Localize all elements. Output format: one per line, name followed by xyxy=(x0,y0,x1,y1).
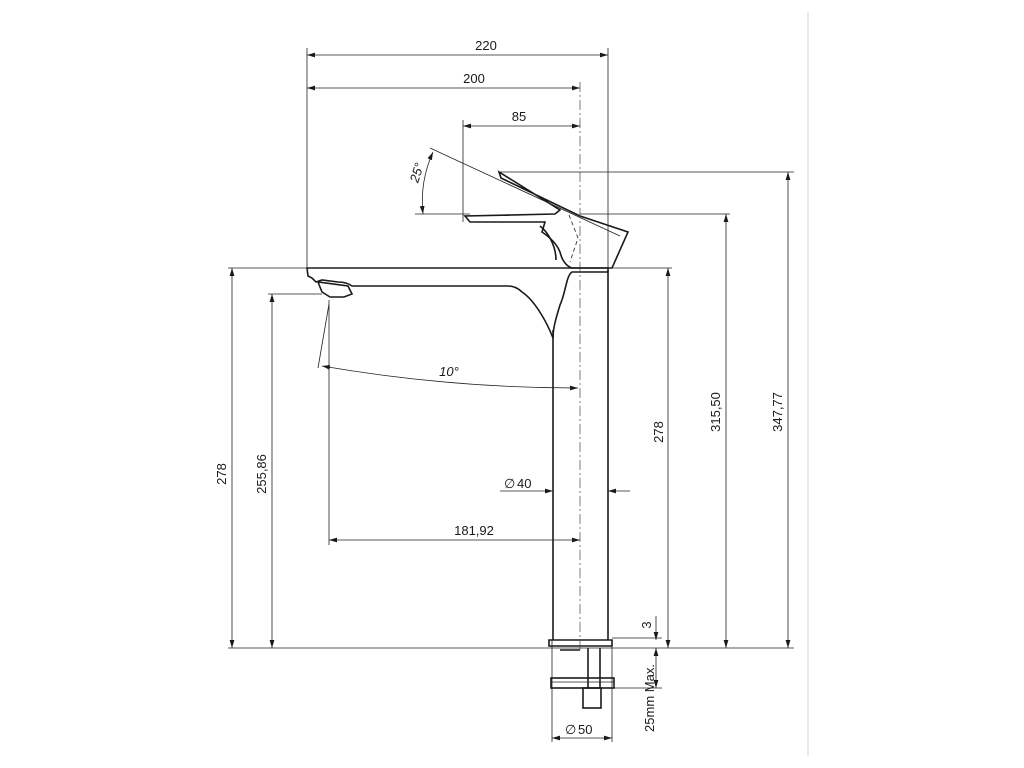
label-base-diameter: 50 xyxy=(578,722,592,737)
base-flange xyxy=(548,639,613,647)
label-handle-angle: 25° xyxy=(406,161,427,185)
faucet-outline xyxy=(306,82,630,709)
arc-10-deg xyxy=(321,364,579,391)
mounting-nut xyxy=(550,677,615,689)
aerator xyxy=(316,281,354,298)
label-spout-angle: 10° xyxy=(439,364,459,379)
arc-25-deg xyxy=(419,151,434,215)
diameter-symbol-body: ∅ xyxy=(504,476,515,491)
label-spout-reach: 200 xyxy=(463,71,485,86)
label-overall-height: 347,77 xyxy=(770,392,785,432)
hidden-cartridge xyxy=(568,214,579,263)
label-body-height-right: 278 xyxy=(651,421,666,443)
diameter-symbol-base: ∅ xyxy=(565,722,576,737)
handle-joint xyxy=(539,225,557,261)
label-handle-height: 315,50 xyxy=(708,392,723,432)
label-overall-width: 220 xyxy=(475,38,497,53)
label-body-diameter: 40 xyxy=(517,476,531,491)
label-handle-length: 85 xyxy=(512,109,526,124)
label-body-diameter-group: ∅ 40 xyxy=(504,476,531,491)
extension-lines xyxy=(228,48,794,742)
dimension-labels: 220 200 85 181,92 ∅ 40 ∅ 50 278 255,86 2… xyxy=(214,38,785,737)
label-deck-thickness: 25mm Max. xyxy=(642,664,657,732)
label-spout-outlet-height: 255,86 xyxy=(254,454,269,494)
label-base-plate: 3 xyxy=(639,621,654,628)
stud xyxy=(582,687,602,709)
label-base-height: 278 xyxy=(214,463,229,485)
label-aerator-to-axis: 181,92 xyxy=(454,523,494,538)
label-base-diameter-group: ∅ 50 xyxy=(565,722,592,737)
handle-lever xyxy=(463,170,630,269)
dimension-lines xyxy=(229,52,791,741)
spout xyxy=(306,267,609,339)
